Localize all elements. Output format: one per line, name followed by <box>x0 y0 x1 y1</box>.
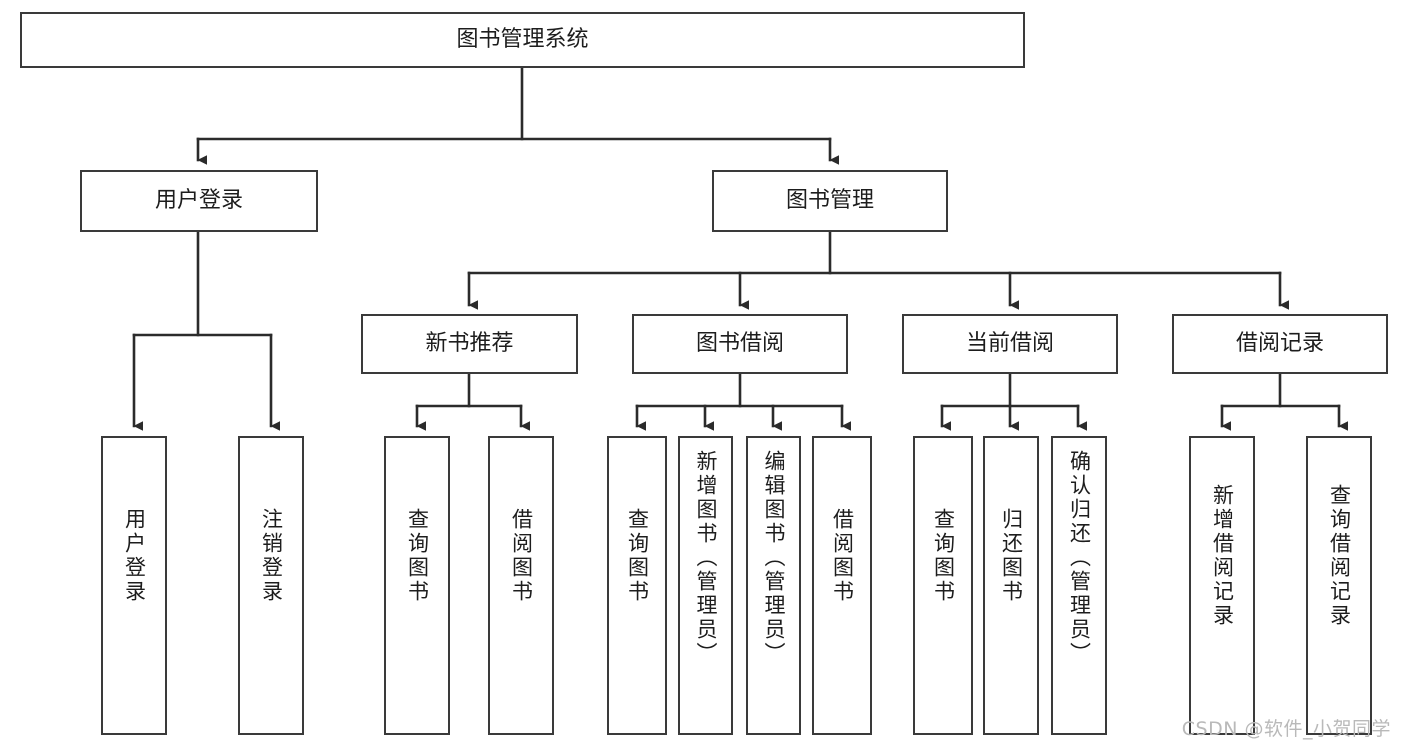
node-label: 确认归还（管理员） <box>1067 450 1092 666</box>
node-label: 新书推荐 <box>425 331 514 357</box>
node-borrow-record[interactable]: 借阅记录 <box>1172 314 1388 374</box>
leaf-user-login[interactable]: 用户登录 <box>101 436 167 735</box>
leaf-logout[interactable]: 注销登录 <box>238 436 304 735</box>
leaf-edit-book-admin[interactable]: 编辑图书（管理员） <box>746 436 801 735</box>
node-root-system[interactable]: 图书管理系统 <box>20 12 1025 68</box>
node-label: 图书借阅 <box>695 331 784 357</box>
node-label: 编辑图书（管理员） <box>762 450 786 666</box>
node-label: 图书管理系统 <box>456 27 589 53</box>
node-new-book-recommend[interactable]: 新书推荐 <box>361 314 578 374</box>
node-book-management[interactable]: 图书管理 <box>712 170 948 232</box>
watermark-text: CSDN @软件_小贺同学 <box>1181 718 1391 740</box>
leaf-add-book-admin[interactable]: 新增图书（管理员） <box>678 436 733 735</box>
node-label: 注销登录 <box>259 508 284 604</box>
node-user-login[interactable]: 用户登录 <box>80 170 318 232</box>
node-label: 用户登录 <box>154 188 243 214</box>
node-label: 借阅图书 <box>509 508 534 604</box>
node-current-borrow[interactable]: 当前借阅 <box>902 314 1118 374</box>
leaf-borrow-book[interactable]: 借阅图书 <box>812 436 872 735</box>
node-label: 新增借阅记录 <box>1210 484 1235 628</box>
node-label: 归还图书 <box>999 508 1024 604</box>
leaf-confirm-return-admin[interactable]: 确认归还（管理员） <box>1051 436 1107 735</box>
leaf-return-book[interactable]: 归还图书 <box>983 436 1039 735</box>
node-label: 查询图书 <box>931 508 956 604</box>
node-label: 图书管理 <box>785 188 874 214</box>
leaf-query-borrow-record[interactable]: 查询借阅记录 <box>1306 436 1372 735</box>
leaf-add-borrow-record[interactable]: 新增借阅记录 <box>1189 436 1255 735</box>
node-label: 查询借阅记录 <box>1327 484 1352 628</box>
node-label: 新增图书（管理员） <box>694 450 718 666</box>
node-label: 借阅记录 <box>1235 331 1324 357</box>
leaf-query-book-new[interactable]: 查询图书 <box>384 436 450 735</box>
leaf-query-book-borrow[interactable]: 查询图书 <box>607 436 667 735</box>
node-label: 借阅图书 <box>830 508 855 604</box>
node-label: 当前借阅 <box>965 331 1054 357</box>
node-label: 用户登录 <box>122 508 147 604</box>
node-book-borrow[interactable]: 图书借阅 <box>632 314 848 374</box>
node-label: 查询图书 <box>405 508 430 604</box>
leaf-borrow-book-new[interactable]: 借阅图书 <box>488 436 554 735</box>
leaf-query-book-current[interactable]: 查询图书 <box>913 436 973 735</box>
node-label: 查询图书 <box>625 508 650 604</box>
